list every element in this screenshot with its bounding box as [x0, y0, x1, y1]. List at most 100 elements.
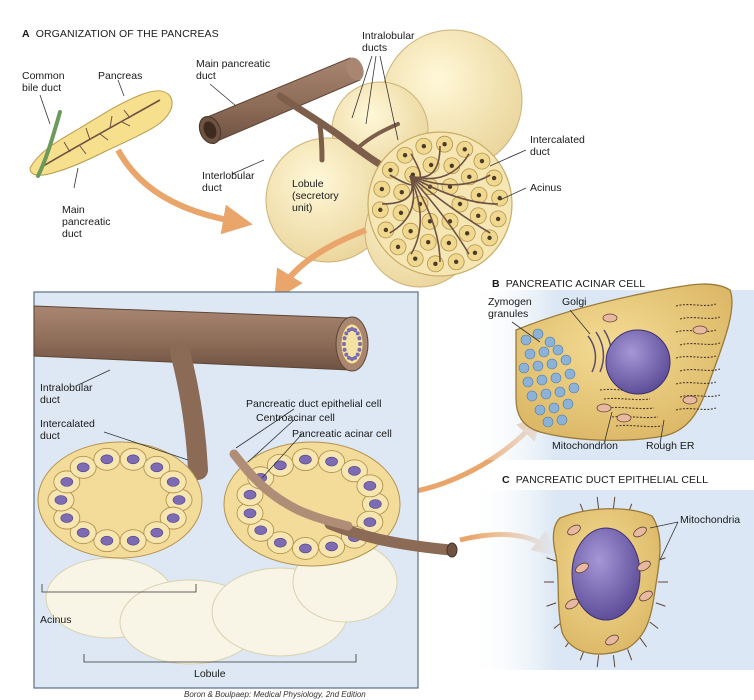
zymogen-granule: [562, 398, 574, 410]
duct-cell-nucleus: [571, 527, 641, 621]
microvillus: [596, 496, 600, 509]
interlobular-duct: [276, 92, 396, 176]
acinar-cell-nucleus: [325, 456, 338, 467]
label-intercalated-duct-detail: Intercalated duct: [40, 418, 95, 442]
acinar-cell-nucleus: [299, 543, 312, 554]
duct-ring-nucleus: [342, 342, 346, 346]
duct-epithelium-ring: [342, 327, 362, 361]
zymogen-granule: [532, 328, 544, 340]
zymogen-granule: [554, 386, 566, 398]
acinus-small-lumen: [388, 167, 393, 173]
intralobular-duct-branch: [409, 175, 422, 255]
label-main-pancreatic-duct-top: Main pancreatic duct: [196, 58, 271, 82]
detail-lobule-background: [45, 541, 398, 665]
duct-ring-nucleus: [346, 355, 351, 360]
panel-b-letter: B: [492, 278, 500, 290]
acinar-cell-nucleus: [274, 460, 287, 471]
intralobular-duct-branch: [409, 175, 491, 234]
rough-er-cisterna: [675, 407, 717, 411]
acinus-small-lumen: [476, 192, 482, 198]
mitochondrion: [692, 325, 708, 335]
rough-er-cisterna: [679, 316, 721, 320]
rough-er-cisterna: [679, 394, 721, 398]
duct-ring-nucleus: [346, 328, 351, 333]
acinus-small-lumen: [425, 240, 431, 245]
duct-ring-nucleus: [353, 355, 358, 360]
acinus-small-lumen: [462, 147, 467, 152]
label-rough-er: Rough ER: [646, 440, 695, 452]
intralobular-duct-branch: [409, 175, 470, 255]
acinar-cell-nucleus: [76, 527, 90, 538]
acinus-small-lumen: [395, 244, 401, 250]
acinar-cell-nucleus: [60, 477, 74, 487]
zymogen-granule: [540, 388, 552, 400]
label-main-pancreatic-duct-left: Main pancreatic duct: [62, 204, 111, 240]
mitochondrion: [596, 403, 612, 413]
acinus-small-lumen: [457, 201, 463, 207]
acinus-small-lumen: [447, 184, 453, 189]
acinus-small-lumen: [453, 259, 459, 264]
acinus-small-lumen: [487, 235, 492, 241]
zymogen-granules: [518, 328, 580, 428]
microvillus: [612, 496, 616, 509]
mitochondrion: [602, 313, 618, 323]
label-intralobular-duct: Intralobular duct: [40, 382, 93, 406]
microvillus: [655, 602, 666, 607]
acinus-small-lumen: [379, 186, 385, 192]
label-zymogen-granules: Zymogen granules: [488, 296, 532, 320]
duct-ring-nucleus: [355, 331, 360, 336]
acinus-small-lumen: [476, 213, 481, 219]
acinus-small-lumen: [491, 175, 497, 181]
acinus-small-lumen: [399, 189, 404, 195]
acinar-nucleus: [605, 329, 671, 395]
acinar-cell-nucleus: [369, 499, 382, 509]
arrow-lobule-to-detail: [274, 227, 368, 301]
zymogen-granule: [536, 374, 548, 386]
acinus-small-lumen: [449, 163, 455, 168]
acinus-small-lumen: [413, 256, 418, 261]
acinar-cell-nucleus: [100, 454, 114, 465]
panel-c-title: PANCREATIC DUCT EPITHELIAL CELL: [515, 474, 709, 486]
lobule-cross-section: [367, 131, 513, 277]
acinus-small-lumen: [427, 219, 433, 224]
duct-ring-nucleus: [355, 352, 360, 357]
rough-er-cisterna: [615, 424, 663, 428]
small-pancreas-illustration: [29, 90, 173, 178]
zymogen-granule: [542, 416, 554, 428]
acinus-small-lumen: [479, 158, 485, 164]
zymogen-granule: [568, 382, 580, 394]
mitochondrion: [565, 598, 579, 610]
figure-credit: Boron & Boulpaep: Medical Physiology, 2n…: [184, 690, 366, 699]
mitochondrion: [639, 590, 653, 602]
acinus-small-lumen: [398, 210, 404, 216]
acinar-cell-nucleus: [150, 462, 164, 473]
duct-ring-nucleus: [342, 336, 347, 341]
intralobular-duct-branches: [381, 145, 499, 263]
duct-ring-nucleus: [350, 357, 354, 361]
label-centroacinar-cell: Centroacinar cell: [256, 412, 335, 424]
acinus-small-lumen: [464, 231, 470, 236]
intralobular-duct-branch: [389, 174, 415, 186]
acinus-small-lumen: [467, 174, 472, 180]
rough-er-cisterna: [675, 355, 717, 359]
duct-ring-nucleus: [358, 342, 362, 346]
acinar-mitochondria: [596, 313, 708, 423]
acinar-cell-nucleus: [254, 525, 268, 536]
duct-ring-nucleus: [342, 347, 347, 352]
label-lobule-secretory-unit: Lobule (secretory unit): [292, 178, 339, 214]
duct-ring-nucleus: [344, 331, 349, 336]
acinar-cell-nucleus: [299, 454, 312, 465]
rough-er-cisterna: [679, 368, 721, 372]
zymogen-granule: [524, 348, 536, 360]
duct-ring-nucleus: [353, 328, 358, 333]
microvillus: [546, 602, 557, 607]
zymogen-granule: [522, 376, 534, 388]
zymogen-granule: [532, 360, 544, 372]
label-intercalated-duct-a: Intercalated duct: [530, 134, 585, 158]
label-acinus-detail: Acinus: [40, 614, 72, 626]
label-mitochondria: Mitochondria: [680, 514, 741, 526]
microvillus: [649, 621, 659, 629]
